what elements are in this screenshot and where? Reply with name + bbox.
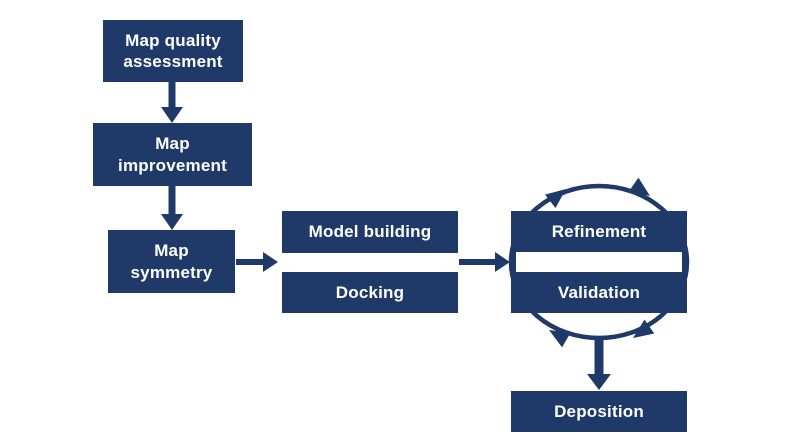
node-map-improvement: Map improvement: [93, 123, 252, 186]
node-model-building: Model building: [282, 211, 458, 253]
node-refinement: Refinement: [511, 211, 687, 252]
node-label: Deposition: [554, 401, 644, 421]
node-deposition: Deposition: [511, 391, 687, 432]
node-label: Model building: [308, 222, 432, 242]
node-label: Map quality assessment: [123, 30, 223, 71]
node-label: Map symmetry: [130, 241, 213, 282]
cycle-arrowhead-top-right-icon: [628, 177, 650, 196]
node-map-quality-assessment: Map quality assessment: [103, 20, 243, 82]
arrow-model-building-to-refinement: [459, 252, 510, 272]
cycle-arrowhead-bottom-left-icon: [549, 330, 571, 348]
node-label: Map improvement: [118, 134, 227, 175]
node-validation: Validation: [511, 272, 687, 313]
node-map-symmetry: Map symmetry: [108, 230, 235, 293]
cycle-arrowhead-top-left-icon: [545, 189, 566, 209]
node-docking: Docking: [282, 272, 458, 313]
node-label: Validation: [557, 282, 641, 302]
cycle-arrowhead-bottom-right-icon: [633, 319, 655, 338]
refinement-validation-divider: [516, 252, 682, 272]
node-label: Refinement: [551, 221, 647, 241]
arrow-map-improvement-to-map-symmetry: [161, 186, 183, 230]
node-group-refinement-validation: Refinement Validation: [511, 211, 687, 313]
arrow-map-quality-to-map-improvement: [161, 82, 183, 123]
arrow-map-symmetry-to-model-building: [236, 252, 278, 272]
node-label: Docking: [335, 282, 405, 302]
arrow-validation-to-deposition: [587, 336, 611, 390]
